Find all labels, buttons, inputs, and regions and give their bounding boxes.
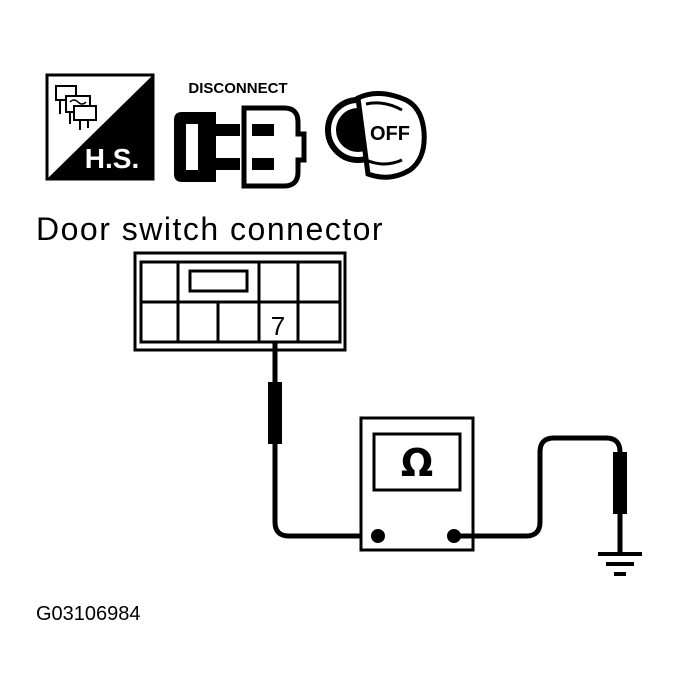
probe-lead-right: [454, 435, 627, 552]
hs-label: H.S.: [85, 143, 139, 174]
door-switch-connector: 7: [133, 251, 347, 352]
off-label: OFF: [370, 123, 410, 145]
ground-icon: [598, 552, 642, 576]
figure-id: G03106984: [36, 603, 141, 625]
disconnect-icon: DISCONNECT: [174, 80, 307, 189]
disconnect-label: DISCONNECT: [188, 80, 287, 97]
meter-terminal-left: [371, 529, 385, 543]
probe-lead-left: [268, 342, 378, 539]
terminal-number: 7: [271, 311, 285, 341]
ohm-symbol: Ω: [401, 441, 433, 485]
harness-connector-icon: H.S.: [45, 73, 155, 181]
ignition-key-off-icon: OFF: [325, 91, 427, 180]
ohmmeter: Ω: [359, 416, 475, 552]
diagram-title: Door switch connector: [36, 211, 384, 247]
